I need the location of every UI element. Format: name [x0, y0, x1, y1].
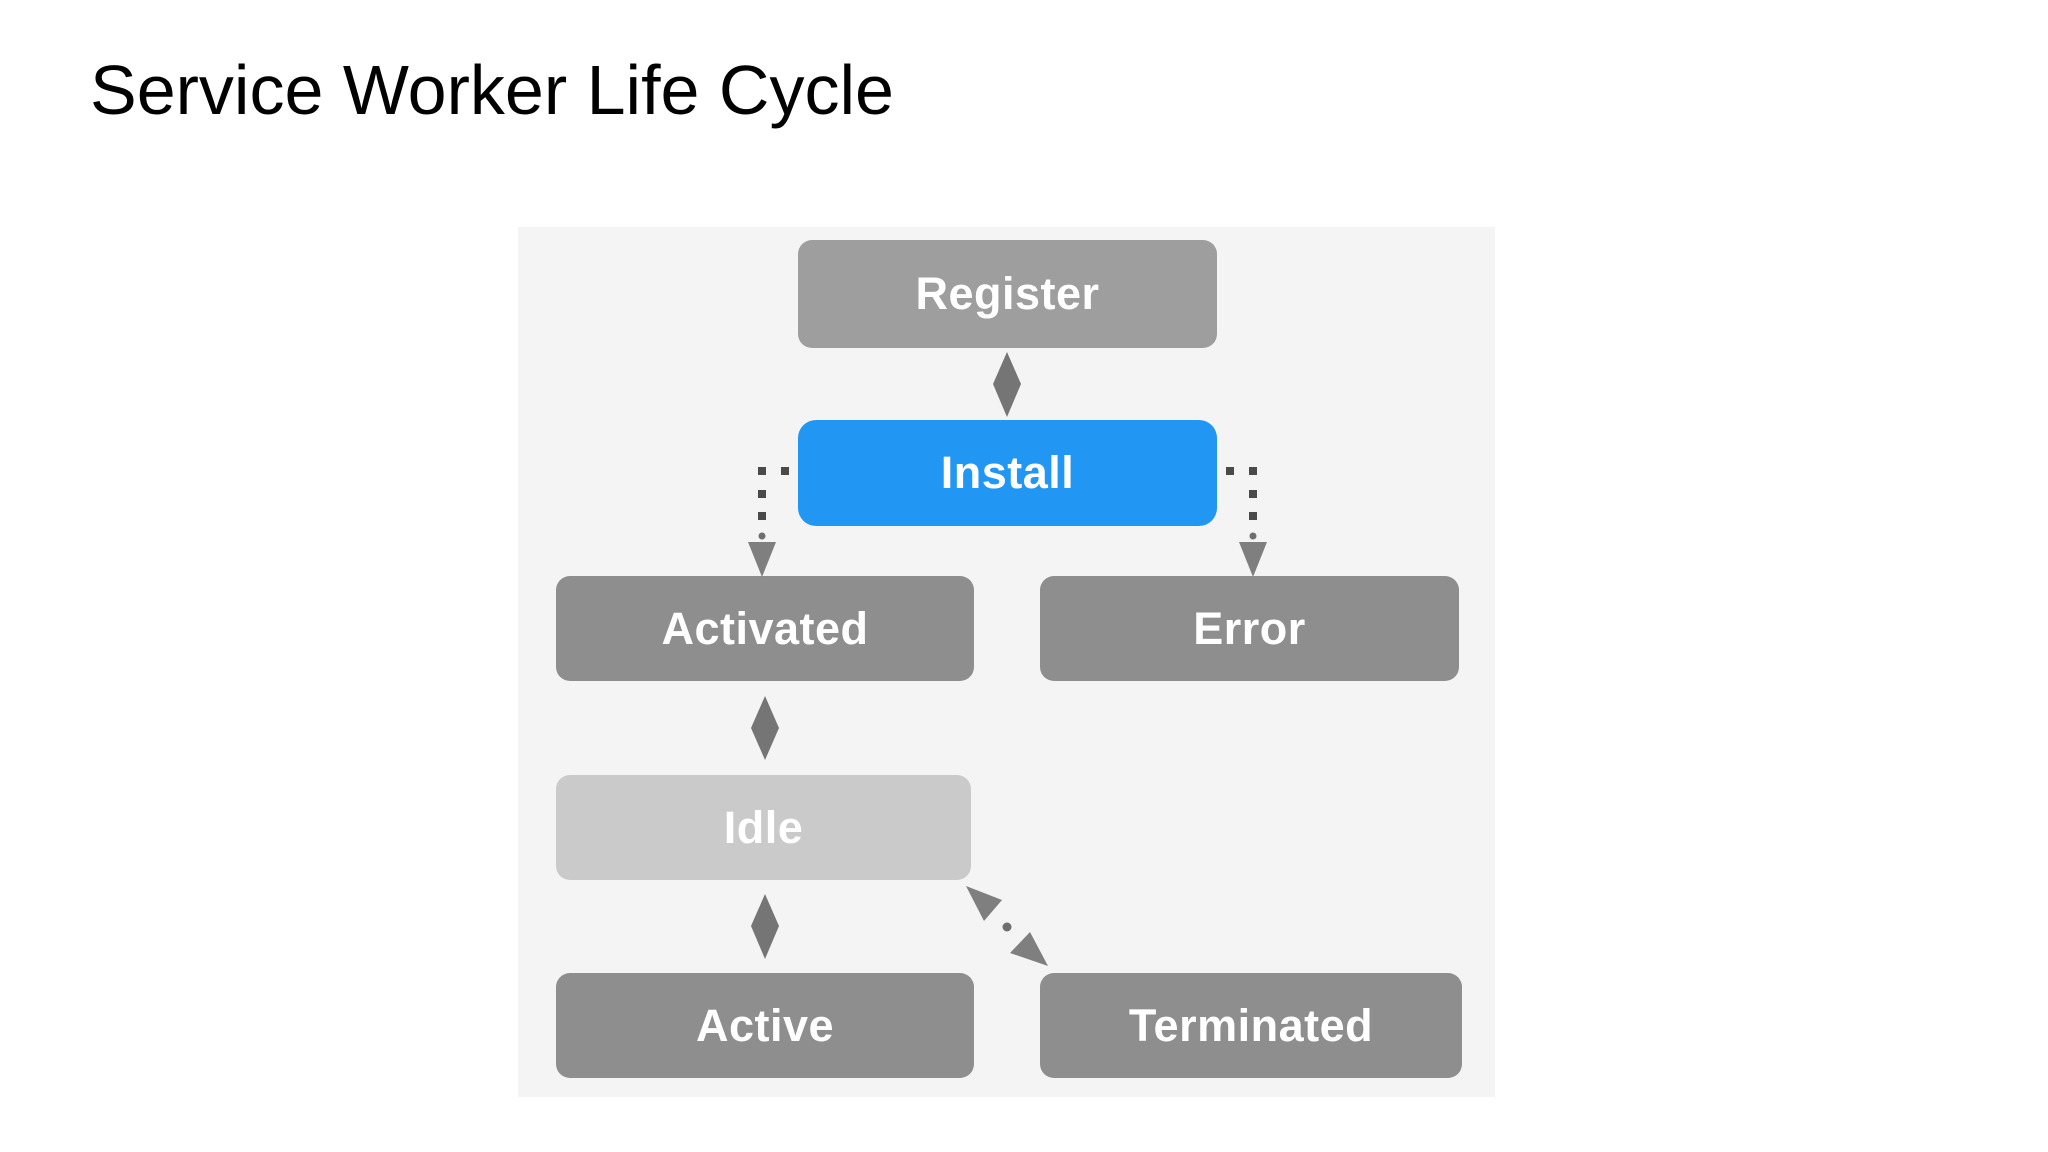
node-idle: Idle [556, 775, 971, 880]
node-error: Error [1040, 576, 1459, 681]
node-register: Register [798, 240, 1217, 348]
node-active: Active [556, 973, 974, 1078]
node-terminated: Terminated [1040, 973, 1462, 1078]
page-title: Service Worker Life Cycle [90, 51, 894, 129]
node-install: Install [798, 420, 1217, 526]
node-activated: Activated [556, 576, 974, 681]
